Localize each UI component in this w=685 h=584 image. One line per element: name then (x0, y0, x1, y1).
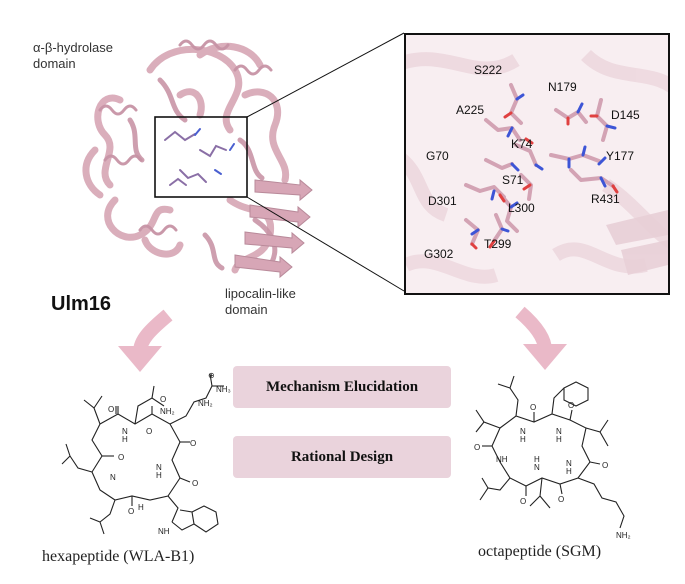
octa-atom-h3: H (566, 467, 572, 476)
hexa-atom-o2: O (146, 427, 152, 436)
active-site-zoom-panel: S222 N179 D145 A225 K74 Y177 G70 S71 R43… (404, 33, 670, 295)
hexa-atom-plus: ⊕ (208, 372, 215, 380)
residue-label-r431: R431 (591, 192, 620, 206)
octa-atom-o1: O (530, 403, 536, 412)
residue-label-l300: L300 (508, 201, 535, 215)
hexa-atom-n1: N (122, 427, 128, 436)
octapeptide-structure: O O N H N H O NH O N H O O N H NH₂ (474, 375, 631, 540)
residue-label-n179: N179 (548, 80, 577, 94)
octa-atom-o3: O (474, 443, 480, 452)
residue-label-g302: G302 (424, 247, 454, 261)
octa-atom-n1: N (520, 427, 526, 436)
right-down-arrow (515, 306, 567, 370)
residue-label-k74: K74 (511, 137, 533, 151)
octa-atom-h2: H (556, 435, 562, 444)
hexa-atom-nh3: NH₃ (216, 385, 231, 394)
hexa-atom-n2: N (156, 463, 162, 472)
zoom-line-top (246, 32, 405, 118)
residue-label-t299: T299 (484, 237, 512, 251)
protein-structure (82, 39, 313, 279)
alpha-beta-label-line1: α-β-hydrolase (33, 40, 114, 55)
residue-label-y177: Y177 (606, 149, 635, 163)
alpha-beta-hydrolase-label: α-β-hydrolase domain (33, 40, 113, 72)
residue-label-d145: D145 (611, 108, 640, 122)
octa-atom-o2: O (568, 401, 574, 410)
lipocalin-label-line1: lipocalin-like (225, 286, 296, 301)
residue-label-s222: S222 (474, 63, 503, 77)
residue-label-s71: S71 (502, 173, 524, 187)
active-site-sticks (406, 49, 668, 284)
octa-atom-o6: O (558, 495, 564, 504)
hexa-atom-o6: O (128, 507, 134, 516)
hexa-atom-h1: H (122, 435, 128, 444)
lipocalin-domain-label: lipocalin-like domain (225, 286, 296, 318)
active-site-selection-box (154, 116, 248, 198)
protein-name: Ulm16 (51, 293, 112, 315)
octapeptide-caption: octapeptide (SGM) (478, 543, 602, 560)
hexa-atom-o4: O (190, 439, 196, 448)
alpha-beta-label-line2: domain (33, 56, 76, 71)
hexa-atom-hn: NH (158, 527, 170, 536)
hexa-atom-nh2-b: NH₂ (198, 399, 213, 408)
hexa-atom-o5: O (192, 479, 198, 488)
octa-atom-n4: N (534, 463, 540, 472)
lipocalin-label-line2: domain (225, 302, 268, 317)
octa-atom-nh1: NH (496, 455, 508, 464)
octa-atom-nh2: NH₂ (616, 531, 631, 540)
octa-atom-o5: O (520, 497, 526, 506)
octa-atom-h1: H (520, 435, 526, 444)
residue-label-g70: G70 (426, 149, 449, 163)
mechanism-elucidation-box: Mechanism Elucidation (233, 366, 451, 408)
hexa-atom-nh2: NH₂ (160, 407, 175, 416)
residue-label-d301: D301 (428, 194, 457, 208)
rational-design-box: Rational Design (233, 436, 451, 478)
octa-atom-n2: N (556, 427, 562, 436)
zoom-line-bottom (246, 196, 405, 292)
hexapeptide-caption: hexapeptide (WLA-B1) (42, 548, 195, 565)
left-down-arrow (118, 309, 173, 372)
octa-atom-o4: O (602, 461, 608, 470)
hexapeptide-structure: O N H O NH₂ O NH₃ ⊕ NH₂ O N H O H O N O … (61, 372, 231, 536)
residue-label-a225: A225 (456, 103, 485, 117)
octa-atom-h4: H (534, 455, 540, 464)
hexa-atom-o1: O (108, 405, 114, 414)
octa-atom-n3: N (566, 459, 572, 468)
hexa-atom-h2: H (156, 471, 162, 480)
hexa-atom-o3: O (160, 395, 166, 404)
hexa-atom-n3: N (110, 473, 116, 482)
hexa-atom-h3: H (138, 503, 144, 512)
hexa-atom-o7: O (118, 453, 124, 462)
